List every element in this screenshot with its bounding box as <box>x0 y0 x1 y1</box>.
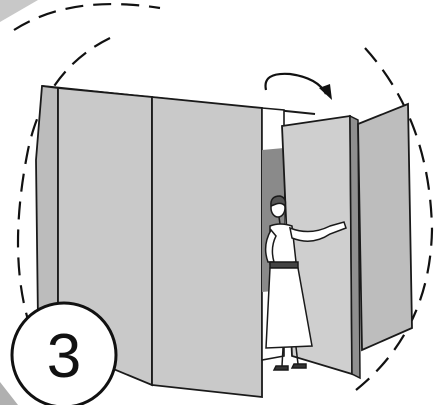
wall-panel-3 <box>152 97 262 397</box>
corner-wedge-bottom-left <box>0 382 18 405</box>
right-panel <box>358 104 412 350</box>
corner-wedge-top-left <box>0 0 38 22</box>
step-number: 3 <box>47 322 81 391</box>
step-number-badge: 3 <box>12 303 116 405</box>
rotate-arrow-icon <box>266 74 333 100</box>
